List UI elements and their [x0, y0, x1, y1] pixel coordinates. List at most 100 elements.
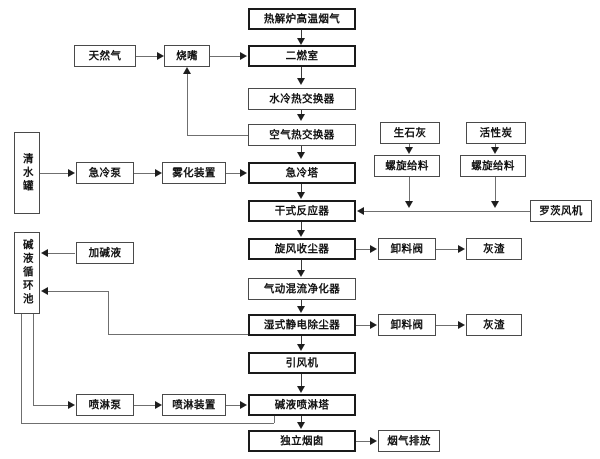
edge-chimney-to-emission	[356, 441, 371, 442]
arrow-right	[370, 437, 377, 445]
node-second-chamber[interactable]: 二燃室	[248, 45, 356, 67]
edge-spraypump-to-device	[134, 405, 155, 406]
arrow-right	[240, 169, 247, 177]
arrow-right	[68, 169, 75, 177]
node-induced-fan[interactable]: 引风机	[248, 352, 356, 374]
node-gas-emission[interactable]: 烟气排放	[378, 430, 440, 452]
edge-wchx-to-airhx	[301, 110, 302, 116]
edge-pool-to-spraypump-v	[33, 314, 34, 405]
node-atomizer[interactable]: 雾化装置	[162, 162, 226, 184]
node-add-alkali[interactable]: 加碱液	[76, 242, 134, 264]
node-discharge-valve-2[interactable]: 卸料阀	[378, 314, 436, 336]
edge-cyclone-to-valve	[356, 249, 371, 250]
edge-cyclone-to-mixer	[301, 260, 302, 271]
edge-reactor-to-cyclone	[301, 222, 302, 231]
node-wet-esp[interactable]: 湿式静电除尘器	[248, 314, 356, 336]
node-spray-device[interactable]: 喷淋装置	[162, 394, 226, 416]
edge-addalkali-to-pool	[48, 253, 75, 254]
edge-chamber-to-wchx	[301, 67, 302, 79]
edge-airhx-to-quench	[301, 146, 302, 153]
arrow-down	[297, 114, 305, 121]
arrow-down	[297, 152, 305, 159]
edge-source-to-chamber	[301, 30, 302, 39]
node-cyclone-collector[interactable]: 旋风收尘器	[248, 238, 356, 260]
edge-blower-to-reactor	[363, 211, 531, 212]
arrow-left	[41, 249, 48, 257]
node-dry-reactor[interactable]: 干式反应器	[248, 200, 356, 222]
arrow-right	[458, 321, 465, 329]
node-water-cooled-hx[interactable]: 水冷热交换器	[248, 88, 356, 110]
node-discharge-valve-1[interactable]: 卸料阀	[378, 238, 436, 260]
edge-mixer-to-esp	[301, 300, 302, 307]
arrow-right	[240, 401, 247, 409]
edge-valve2-to-ash2	[436, 325, 458, 326]
node-ash-slag-2[interactable]: 灰渣	[466, 314, 522, 336]
arrow-right	[155, 169, 162, 177]
node-quench-tower[interactable]: 急冷塔	[248, 162, 356, 184]
edge-quench-to-reactor	[301, 184, 302, 193]
node-quicklime[interactable]: 生石灰	[380, 122, 440, 144]
edge-valve-to-ash	[436, 249, 458, 250]
node-screw-feeder-2[interactable]: 螺旋给料	[460, 155, 526, 177]
node-spray-pump[interactable]: 喷淋泵	[76, 394, 134, 416]
edge-pool-to-spraypump-h	[33, 405, 68, 406]
arrow-down	[297, 344, 305, 351]
edge-pump-to-atomizer	[134, 173, 155, 174]
arrow-down	[297, 422, 305, 429]
arrow-down	[297, 38, 305, 45]
arrow-down	[297, 78, 305, 85]
node-alkali-pool[interactable]: 碱液循环池	[14, 232, 40, 314]
arrow-right	[68, 401, 75, 409]
node-flue-gas-source[interactable]: 热解炉高温烟气	[248, 8, 356, 30]
node-activated-carbon[interactable]: 活性炭	[466, 122, 526, 144]
edge-tower-return-h	[21, 423, 274, 424]
arrow-right	[458, 245, 465, 253]
node-screw-feeder-1[interactable]: 螺旋给料	[374, 155, 440, 177]
node-ash-slag-1[interactable]: 灰渣	[466, 238, 522, 260]
edge-water-to-pump	[40, 173, 68, 174]
arrow-right	[240, 52, 247, 60]
arrow-down	[297, 230, 305, 237]
node-burner[interactable]: 烧嘴	[164, 45, 210, 67]
node-quench-pump[interactable]: 急冷泵	[76, 162, 134, 184]
arrow-down	[297, 306, 305, 313]
arrow-down	[491, 201, 499, 208]
edge-esp-to-valve	[356, 325, 371, 326]
edge-burner-to-chamber	[210, 56, 241, 57]
edge-lime-to-feeder	[409, 144, 410, 148]
edge-atomizer-to-quench	[226, 173, 241, 174]
arrow-down	[491, 147, 499, 154]
node-natural-gas[interactable]: 天然气	[74, 45, 136, 67]
edge-esp-to-pool-v	[108, 291, 109, 334]
node-alkali-spray-tower[interactable]: 碱液喷淋塔	[248, 394, 356, 416]
node-pneumatic-mixer[interactable]: 气动混流净化器	[248, 278, 356, 300]
arrow-down	[297, 192, 305, 199]
arrow-right	[157, 52, 164, 60]
edge-esp-to-fan	[301, 336, 302, 345]
edge-tower-return-v1	[274, 416, 275, 423]
arrow-right	[370, 245, 377, 253]
node-clean-water-tank[interactable]: 清水罐	[14, 132, 40, 214]
edge-gas-to-burner	[136, 56, 158, 57]
arrow-down	[405, 147, 413, 154]
node-roots-blower[interactable]: 罗茨风机	[530, 200, 592, 222]
edge-esp-to-pool-h2	[48, 291, 108, 292]
edge-tower-to-chimney	[301, 416, 302, 423]
edge-esp-to-pool-h1	[108, 334, 249, 335]
edge-tower-return-v2	[21, 314, 22, 423]
arrow-left	[357, 207, 364, 215]
arrow-left	[41, 287, 48, 295]
edge-feeder2-down	[495, 177, 496, 202]
arrow-right	[370, 321, 377, 329]
edge-carbon-to-feeder	[495, 144, 496, 148]
edge-airhx-to-burner-h	[187, 135, 248, 136]
edge-feeder1-down	[409, 177, 410, 202]
arrow-down	[405, 201, 413, 208]
edge-fan-to-tower	[301, 374, 302, 387]
node-air-heat-exchanger[interactable]: 空气热交换器	[248, 124, 356, 146]
arrow-up	[183, 67, 191, 74]
arrow-right	[155, 401, 162, 409]
edge-device-to-tower	[226, 405, 241, 406]
node-chimney[interactable]: 独立烟囱	[248, 430, 356, 452]
